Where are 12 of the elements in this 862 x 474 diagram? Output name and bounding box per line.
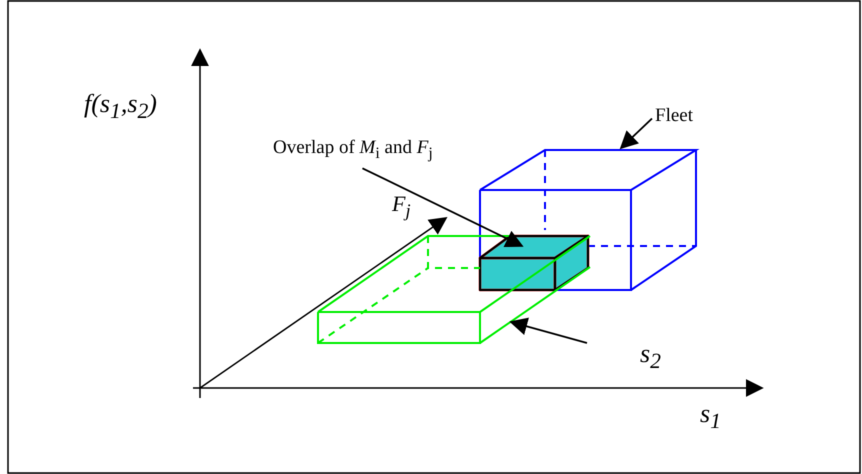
axis-label: s$_{1}$ <box>700 400 721 434</box>
axis-label: f(s$_{1}$,s$_{2}$) <box>84 90 157 124</box>
leader-arrow <box>509 318 588 344</box>
callout-label: Fleet <box>655 106 693 127</box>
axis-label: F$_{j}$ <box>392 192 411 221</box>
leader-arrow <box>362 167 524 247</box>
axis-label: s$_{2}$ <box>640 340 661 374</box>
callout-label: Overlap of M$_{i}$ and F$_{j}$ <box>273 138 433 162</box>
cuboid-drawing <box>317 235 591 344</box>
cuboid-drawing <box>478 234 590 292</box>
leader-arrow <box>620 118 653 150</box>
cuboid-drawing <box>479 149 700 291</box>
